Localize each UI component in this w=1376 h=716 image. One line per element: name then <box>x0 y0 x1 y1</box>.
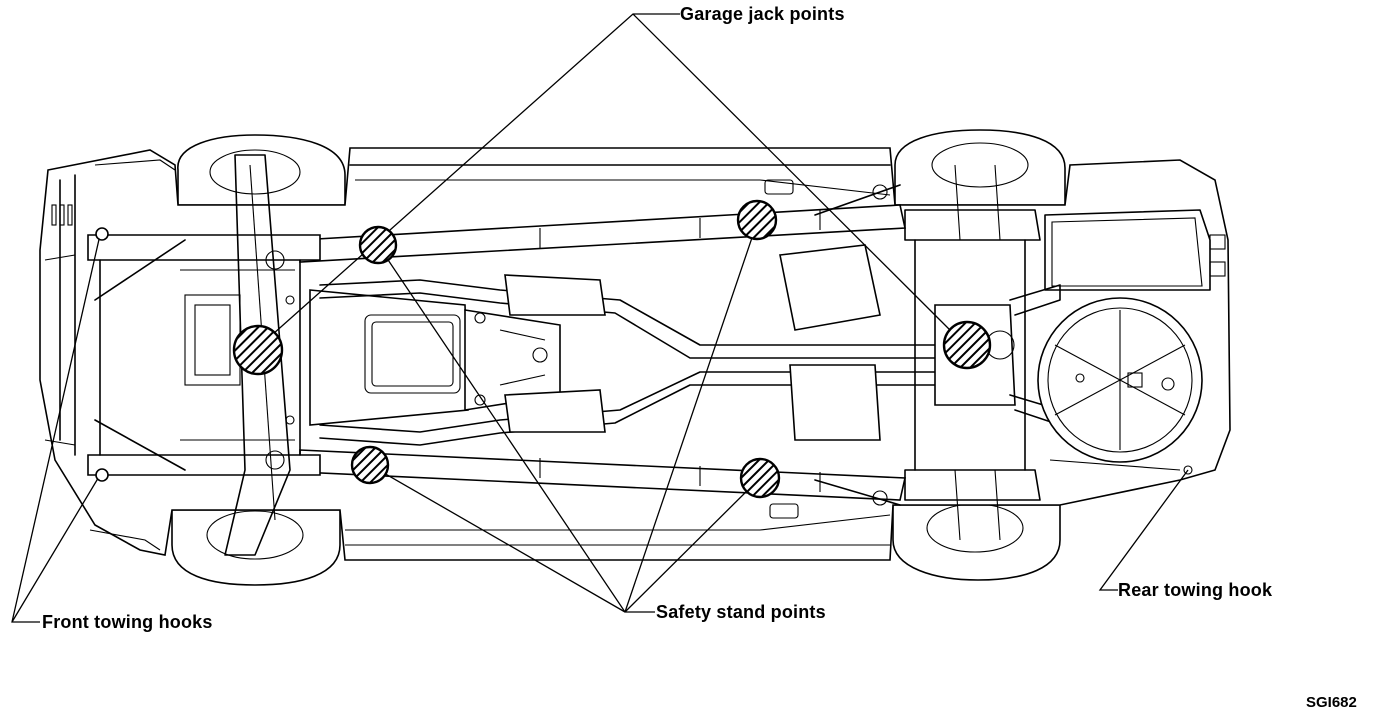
front-suspension <box>87 154 321 556</box>
safety-stand-points-label: Safety stand points <box>656 602 826 622</box>
engine-oil-pan <box>309 289 469 426</box>
exhaust-system <box>319 244 941 446</box>
rear-trunk-area <box>1044 209 1226 475</box>
safety-stand-point-front-right <box>350 445 390 485</box>
safety-stand-point-rear-left <box>736 199 778 241</box>
rear-right-tire <box>892 503 1061 581</box>
front-towing-hook-right <box>95 468 109 482</box>
front-right-tire <box>171 509 341 586</box>
front-towing-hook-left <box>95 227 109 241</box>
garage-jack-point-rear <box>942 320 992 370</box>
front-bumper <box>44 159 176 551</box>
garage-jack-points-label: Garage jack points <box>680 4 845 24</box>
figure-code: SGI682 <box>1306 694 1357 711</box>
front-left-tire <box>177 134 346 206</box>
transmission <box>464 309 561 411</box>
rear-left-tire <box>894 129 1066 206</box>
front-towing-hooks-label: Front towing hooks <box>42 612 213 632</box>
safety-stand-point-rear-right <box>739 457 781 499</box>
rear-towing-hook-label: Rear towing hook <box>1118 580 1273 600</box>
safety-stand-point-front-left <box>358 225 398 265</box>
side-sills <box>345 164 891 546</box>
garage-jack-point-front <box>232 324 284 376</box>
spare-wheel-icon <box>1037 297 1203 463</box>
